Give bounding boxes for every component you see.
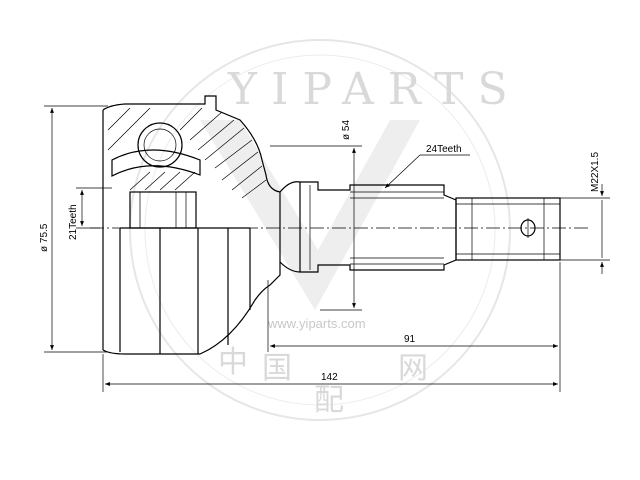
dimension-thread: M22X1.5 <box>560 152 610 274</box>
shaft-length-label: 91 <box>404 334 416 345</box>
dimension-outer-spline: 24Teeth <box>384 144 470 189</box>
splined-shaft <box>279 181 561 273</box>
dimension-total-length: 142 <box>102 352 561 392</box>
watermark: YIPARTS www.yiparts.com 中 国 配 网 <box>129 39 522 421</box>
watermark-url: www.yiparts.com <box>267 316 366 331</box>
watermark-char-3: 配 <box>314 383 344 418</box>
dimension-shaft-diameter: ø 54 <box>270 120 362 311</box>
joint-housing <box>102 95 281 355</box>
watermark-char-1: 中 <box>218 345 248 380</box>
dimension-outer-diameter: ø 75.5 <box>39 105 108 353</box>
watermark-v-logo <box>200 120 420 310</box>
dimension-shaft-length: 91 <box>267 262 561 352</box>
watermark-char-4: 网 <box>398 351 428 386</box>
watermark-brand: YIPARTS <box>227 64 522 115</box>
shaft-diameter-label: ø 54 <box>341 120 352 140</box>
outer-spline-label: 24Teeth <box>426 144 462 155</box>
inner-spline-label: 21Teeth <box>68 204 79 240</box>
thread-label: M22X1.5 <box>590 152 601 192</box>
watermark-char-2: 国 <box>262 351 292 386</box>
outer-diameter-label: ø 75.5 <box>39 223 50 252</box>
dimension-inner-spline: 21Teeth <box>68 187 112 240</box>
total-length-label: 142 <box>321 372 338 383</box>
